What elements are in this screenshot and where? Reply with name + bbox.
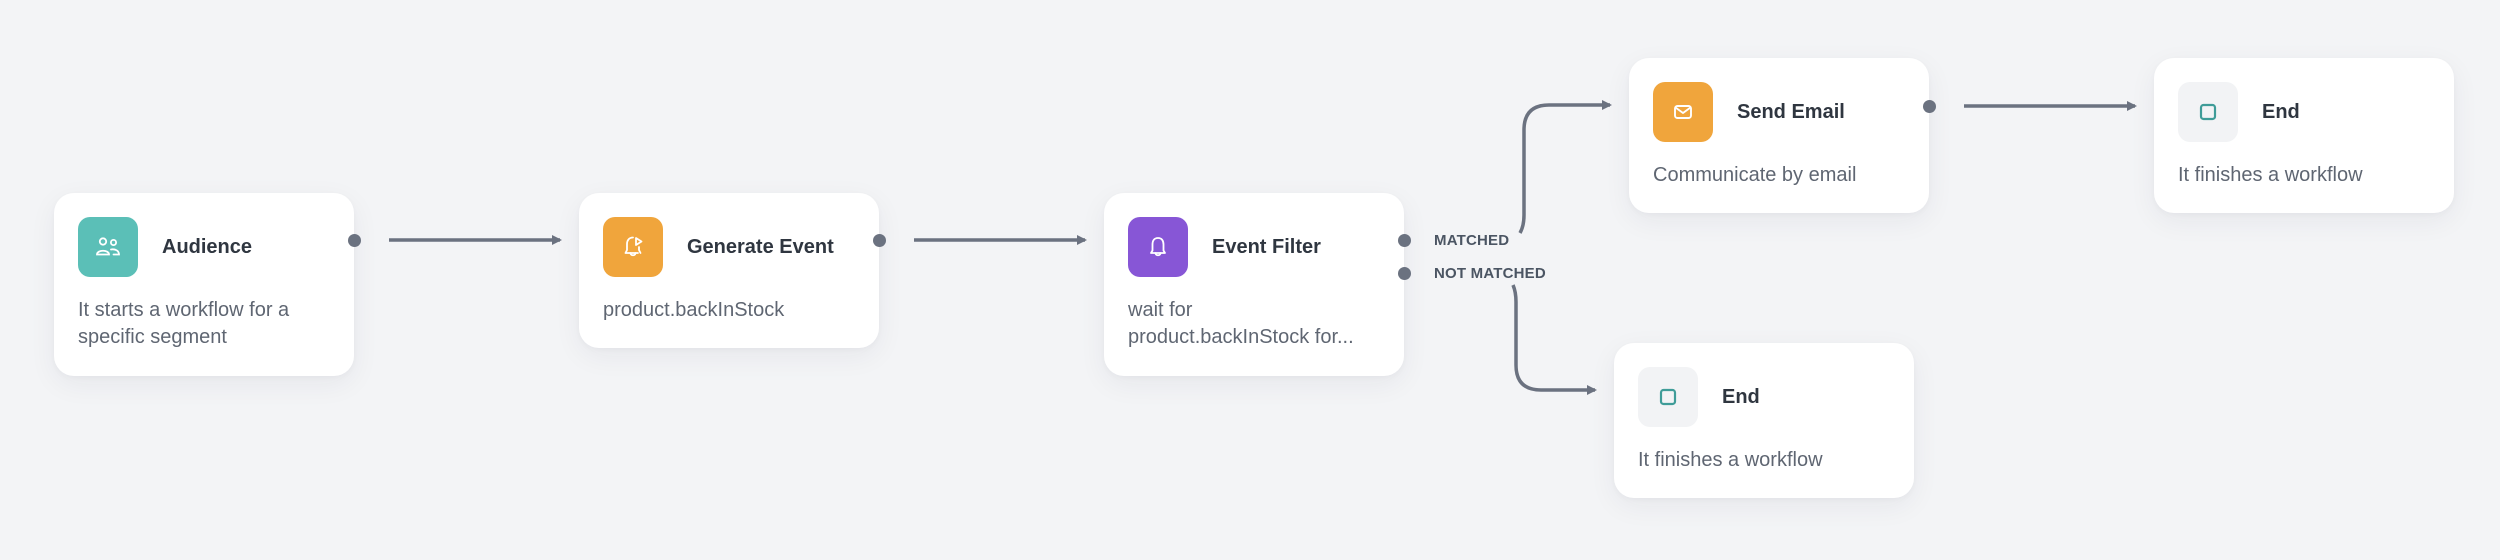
- output-port-matched[interactable]: [1397, 233, 1411, 247]
- node-description: product.backInStock: [603, 297, 855, 324]
- stop-square-icon: [1638, 367, 1698, 427]
- output-port-send-email[interactable]: [1922, 99, 1936, 113]
- edge-matched-to-send-email: [1518, 100, 1612, 234]
- branch-label-not-matched: NOT MATCHED: [1434, 265, 1546, 282]
- description-line: product.backInStock for...: [1128, 326, 1354, 348]
- bell-play-icon: [603, 217, 663, 277]
- node-description: It starts a workflow for a specific segm…: [78, 297, 330, 351]
- branch-label-matched: MATCHED: [1434, 232, 1510, 249]
- description-line: It finishes a workflow: [2178, 164, 2363, 186]
- edge-not-matched-to-end: [1511, 284, 1597, 395]
- node-title: End: [1722, 385, 1760, 408]
- description-line: product.backInStock: [603, 299, 785, 321]
- node-title: Event Filter: [1212, 235, 1321, 258]
- description-line: wait for: [1128, 299, 1193, 321]
- description-line: Communicate by email: [1653, 164, 1857, 186]
- output-port-audience[interactable]: [347, 233, 361, 247]
- output-port-not-matched[interactable]: [1397, 266, 1411, 280]
- users-icon: [78, 217, 138, 277]
- description-line: It starts a workflow for a: [78, 299, 290, 321]
- node-description: It finishes a workflow: [2178, 162, 2430, 189]
- node-end-top[interactable]: End It finishes a workflow: [2154, 58, 2454, 213]
- node-header: End: [2178, 82, 2300, 142]
- node-description: Communicate by email: [1653, 162, 1905, 189]
- node-header: Generate Event: [603, 217, 834, 277]
- node-generate-event[interactable]: Generate Event product.backInStock: [579, 193, 879, 348]
- node-header: Event Filter: [1128, 217, 1321, 277]
- node-title: Generate Event: [687, 235, 834, 258]
- description-line: specific segment: [78, 326, 227, 348]
- node-title: Send Email: [1737, 100, 1845, 123]
- envelope-icon: [1653, 82, 1713, 142]
- node-send-email[interactable]: Send Email Communicate by email: [1629, 58, 1929, 213]
- node-description: wait for product.backInStock for...: [1128, 297, 1380, 351]
- description-line: It finishes a workflow: [1638, 449, 1823, 471]
- node-end-bottom[interactable]: End It finishes a workflow: [1614, 343, 1914, 498]
- node-header: End: [1638, 367, 1760, 427]
- node-description: It finishes a workflow: [1638, 447, 1890, 474]
- stop-square-icon: [2178, 82, 2238, 142]
- bell-icon: [1128, 217, 1188, 277]
- node-title: End: [2262, 100, 2300, 123]
- node-audience[interactable]: Audience It starts a workflow for a spec…: [54, 193, 354, 376]
- node-event-filter[interactable]: Event Filter wait for product.backInStoc…: [1104, 193, 1404, 376]
- node-header: Send Email: [1653, 82, 1845, 142]
- node-title: Audience: [162, 235, 253, 258]
- output-port-generate-event[interactable]: [872, 233, 886, 247]
- node-header: Audience: [78, 217, 252, 277]
